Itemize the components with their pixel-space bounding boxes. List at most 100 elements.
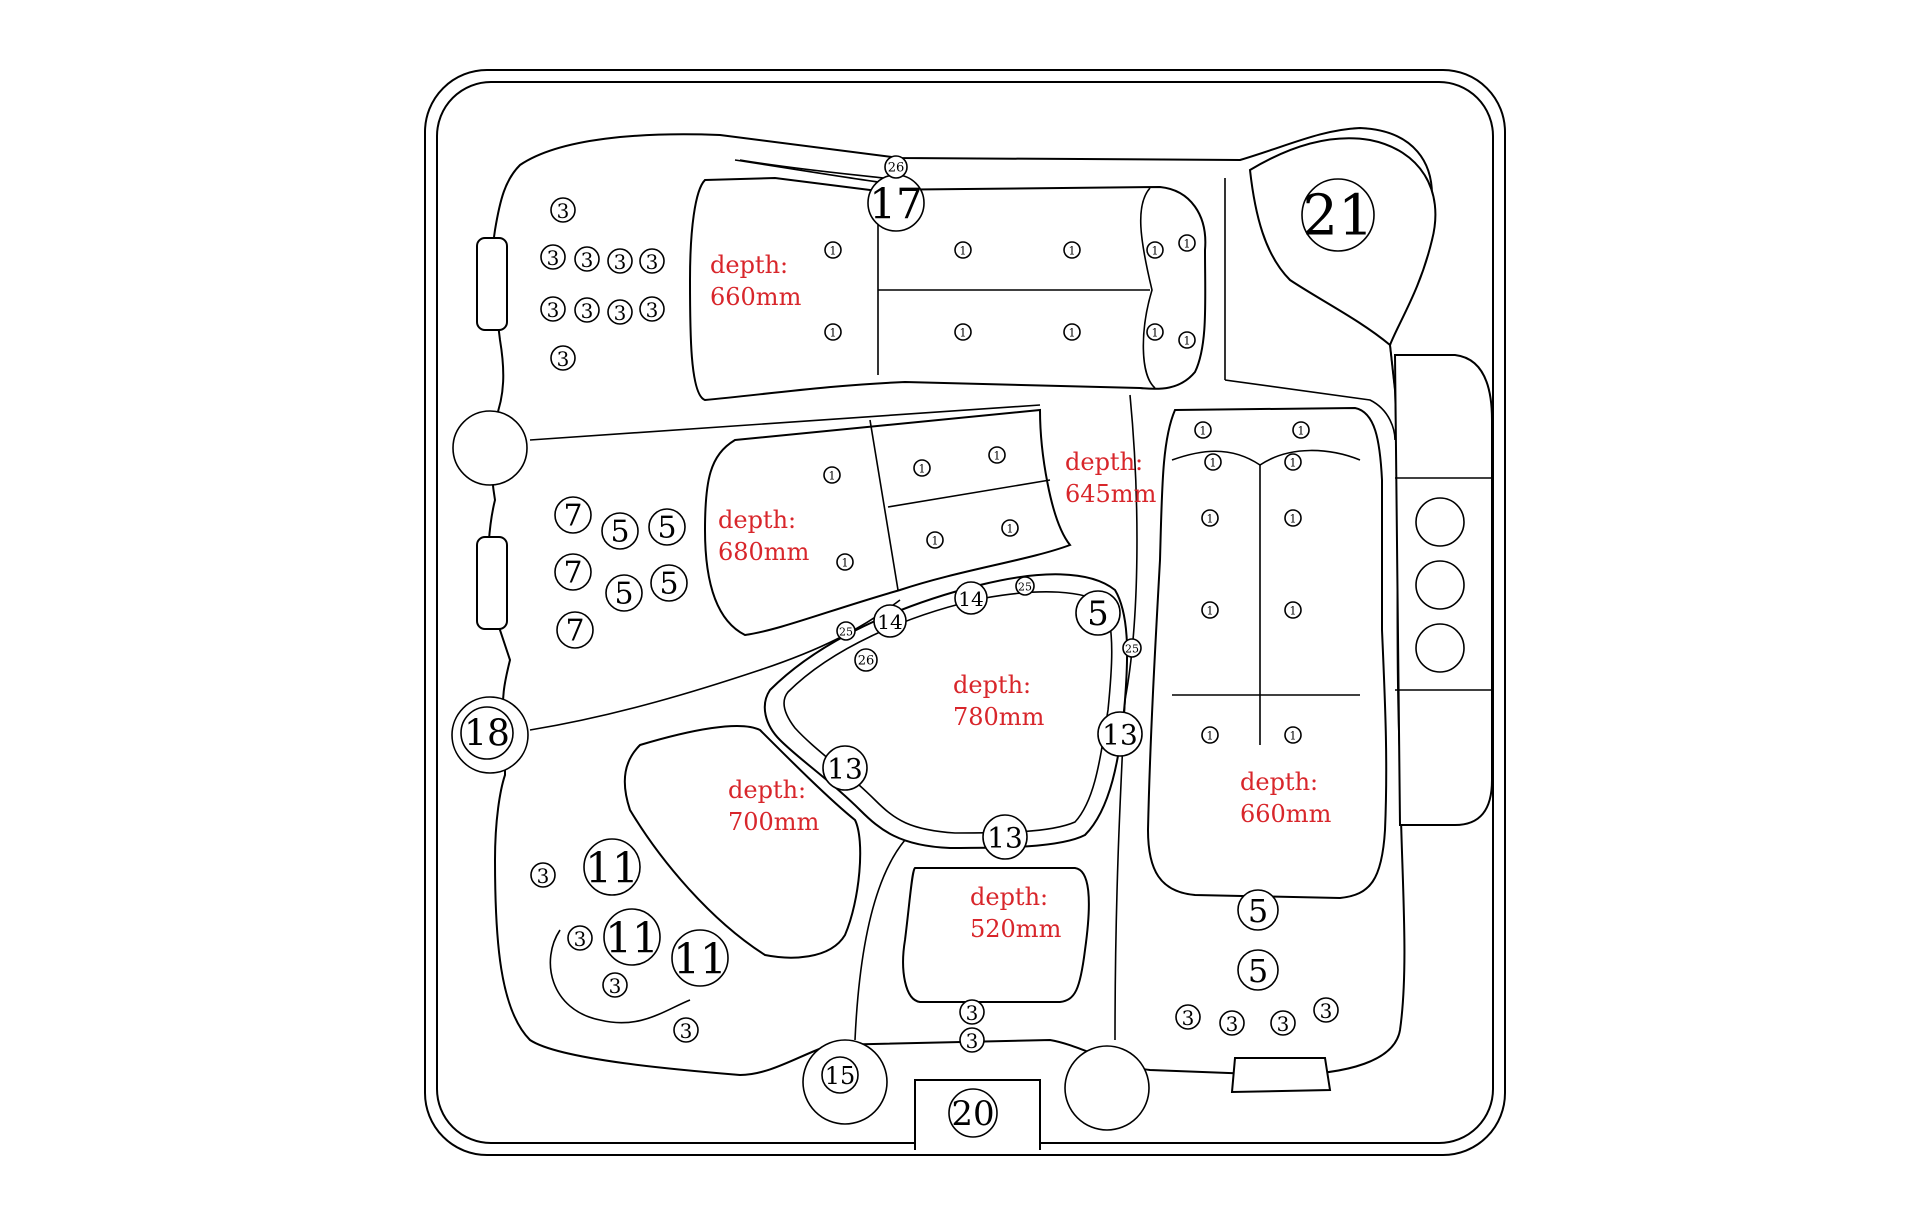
jet-marker-label-14: 14	[877, 610, 902, 634]
svg-text:660mm: 660mm	[710, 283, 802, 311]
jet-marker-ring-1	[1201, 509, 1219, 527]
svg-text:depth:: depth:	[1240, 768, 1318, 796]
jet-marker-ring-1	[988, 446, 1006, 464]
left-cup-holder	[452, 410, 528, 486]
jet-marker-label-26: 26	[888, 161, 905, 176]
jet-marker-ring-7	[554, 496, 592, 534]
jet-marker-ring-1	[1146, 241, 1164, 259]
jet-marker-label-1: 1	[1207, 730, 1214, 743]
jet-marker-label-5: 5	[610, 515, 629, 550]
jet-marker-label-14: 14	[958, 587, 983, 611]
lounge-seat-right	[1146, 406, 1388, 900]
jet-marker-label-1: 1	[1207, 513, 1214, 526]
jet-marker-label-11: 11	[605, 914, 658, 963]
jet-marker-ring-1	[1284, 726, 1302, 744]
jet-marker-ring-3	[639, 248, 665, 274]
jet-marker-label-7: 7	[565, 614, 584, 649]
jet-marker-label-25: 25	[1125, 643, 1139, 656]
depth-label-6: depth: 660mm	[1240, 768, 1332, 828]
jet-marker-label-5: 5	[1248, 892, 1268, 930]
jet-marker-label-1: 1	[830, 327, 837, 340]
jet-marker-ring-3	[574, 297, 600, 323]
control-knob-1	[1415, 497, 1465, 547]
jet-marker-ring-1	[1284, 509, 1302, 527]
svg-text:700mm: 700mm	[728, 808, 820, 836]
jet-marker-label-1: 1	[1152, 245, 1159, 258]
jet-marker-ring-1	[824, 323, 842, 341]
jet-marker-ring-3	[602, 972, 628, 998]
jet-marker-label-3: 3	[966, 1001, 979, 1025]
jet-marker-ring-1	[1063, 323, 1081, 341]
jet-marker-label-1: 1	[1290, 457, 1297, 470]
jet-marker-ring-25	[1122, 638, 1142, 658]
jet-marker-ring-3	[1175, 1004, 1201, 1030]
jet-marker-ring-1	[1204, 453, 1222, 471]
jet-marker-label-5: 5	[614, 577, 633, 612]
lounge-seat-top	[688, 176, 1207, 402]
jet-marker-ring-3	[959, 999, 985, 1025]
jet-marker-ring-3	[530, 862, 556, 888]
jet-marker-ring-5	[650, 564, 688, 602]
jet-marker-ring-13	[1097, 711, 1143, 757]
jet-marker-label-1: 1	[919, 463, 926, 476]
jet-marker-label-1: 1	[1290, 605, 1297, 618]
jet-marker-label-3: 3	[646, 250, 659, 274]
depth-label-3: depth: 645mm	[1065, 448, 1157, 508]
jet-marker-label-1: 1	[1007, 523, 1014, 536]
jet-marker-label-1: 1	[1207, 605, 1214, 618]
jet-marker-label-1: 1	[1152, 327, 1159, 340]
jet-marker-label-20: 20	[951, 1094, 994, 1134]
jet-marker-ring-1	[836, 553, 854, 571]
svg-text:depth:: depth:	[728, 776, 806, 804]
jet-marker-label-3: 3	[581, 299, 594, 323]
jet-marker-label-3: 3	[547, 246, 560, 270]
jet-marker-ring-3	[567, 925, 593, 951]
jet-marker-label-5: 5	[1087, 594, 1109, 634]
jet-marker-label-3: 3	[547, 298, 560, 322]
jet-marker-ring-13	[982, 814, 1028, 860]
jet-marker-ring-21	[1301, 178, 1375, 252]
jet-marker-ring-3	[550, 197, 576, 223]
jet-marker-label-11: 11	[673, 935, 726, 984]
jet-marker-ring-1	[1284, 601, 1302, 619]
jet-marker-label-15: 15	[825, 1062, 856, 1090]
jet-marker-ring-15	[821, 1056, 859, 1094]
jet-marker-ring-5	[605, 574, 643, 612]
jet-marker-label-1: 1	[1290, 513, 1297, 526]
svg-text:680mm: 680mm	[718, 538, 810, 566]
jet-marker-ring-3	[639, 296, 665, 322]
jet-marker-ring-7	[554, 553, 592, 591]
jet-marker-label-13: 13	[987, 822, 1023, 855]
jet-marker-ring-3	[607, 248, 633, 274]
spa-shell-outer	[424, 69, 1506, 1156]
jet-marker-label-3: 3	[574, 927, 587, 951]
jet-marker-label-3: 3	[646, 298, 659, 322]
jet-marker-label-1: 1	[1184, 335, 1191, 348]
jet-marker-ring-11	[603, 908, 661, 966]
jet-marker-ring-26	[854, 648, 878, 672]
jet-marker-ring-5	[1237, 889, 1279, 931]
jet-marker-ring-1	[1178, 331, 1196, 349]
jet-marker-label-3: 3	[557, 199, 570, 223]
jet-marker-label-25: 25	[839, 626, 853, 639]
jet-marker-ring-3	[959, 1027, 985, 1053]
jet-marker-label-3: 3	[581, 248, 594, 272]
jet-marker-label-3: 3	[966, 1029, 979, 1053]
jet-marker-label-3: 3	[614, 301, 627, 325]
bottom-pillow-right	[1230, 1057, 1332, 1094]
jet-marker-ring-13	[822, 745, 868, 791]
jet-marker-label-3: 3	[614, 250, 627, 274]
jet-marker-label-3: 3	[1277, 1012, 1290, 1036]
svg-text:depth:: depth:	[1065, 448, 1143, 476]
jet-marker-ring-14	[873, 604, 907, 638]
jet-marker-ring-1	[824, 241, 842, 259]
jet-marker-label-25: 25	[1018, 581, 1032, 594]
jet-marker-label-11: 11	[585, 844, 638, 893]
jet-marker-label-1: 1	[1184, 238, 1191, 251]
jet-marker-label-1: 1	[1298, 425, 1305, 438]
control-knob-2	[1415, 560, 1465, 610]
jet-marker-label-1: 1	[1210, 457, 1217, 470]
jet-marker-label-3: 3	[557, 347, 570, 371]
